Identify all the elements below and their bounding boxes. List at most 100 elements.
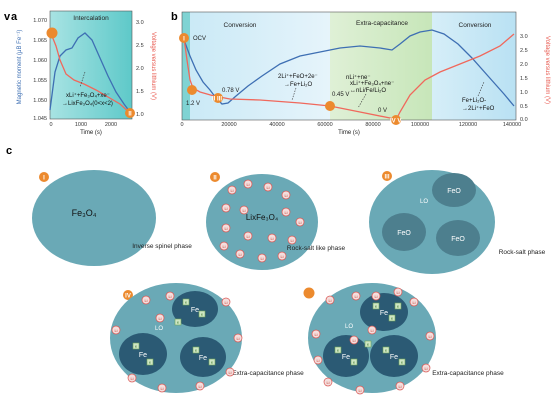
li-ion-marker [409, 297, 419, 307]
xtick: 60000 [317, 122, 332, 128]
li-ion-label: Li [270, 236, 273, 241]
electron-marker [192, 346, 200, 354]
electron-label: e [353, 360, 356, 365]
fe-label: Fe [199, 355, 207, 362]
panel-b-label: b [171, 11, 178, 23]
xtick: 100000 [411, 122, 429, 128]
li-ion-label: Li [168, 294, 171, 299]
li-ion-marker [267, 233, 277, 243]
li-ion-label: Li [424, 366, 427, 371]
ytick-right: 1.0 [520, 90, 528, 96]
li-ion-label: Li [224, 300, 227, 305]
reaction-b1-line2: →Fe+Li₂O [284, 82, 313, 88]
reaction-b3-line2: →2Li⁺+FeO [462, 105, 495, 112]
intercalation-title: Intercalation [73, 15, 109, 22]
fe-domain [119, 333, 167, 375]
particle-i: I Fe₃O₄ Inverse spinel phase [32, 170, 192, 266]
marker-ii-num: II [213, 176, 217, 182]
li2o-label: LO [155, 326, 163, 332]
marker-ii-a [125, 108, 135, 118]
li-ion-marker [157, 383, 167, 393]
electron-marker [334, 346, 342, 354]
electron-label: e [185, 300, 188, 305]
electron-label: e [149, 360, 152, 365]
intercalation-strip [182, 12, 190, 120]
electron-label: e [177, 320, 180, 325]
marker-i [39, 172, 49, 182]
li-ion-marker [281, 207, 291, 217]
marker-iii-num: III [384, 175, 389, 181]
li-ion-label: Li [396, 290, 399, 295]
li-ion-label: Li [358, 388, 361, 393]
ytick-right: 2.5 [136, 43, 144, 49]
li-ion-marker [225, 367, 235, 377]
li-ion-marker [421, 363, 431, 373]
ytick: 1.065 [33, 38, 47, 44]
li-ion-marker [287, 235, 297, 245]
li-ion-marker [111, 325, 121, 335]
ytick-right: 1.5 [520, 76, 528, 82]
extra-capacitance-caption: Extra-capacitance phase [232, 370, 304, 377]
reaction-b3-line1: Fe+Li₂O- [462, 98, 486, 104]
li-ion-label: Li [290, 238, 293, 243]
li-ion-marker [277, 251, 287, 261]
fe-label: Fe [390, 354, 398, 361]
panel-b-xlabel: Time (s) [338, 130, 360, 136]
li-ion-label: Li [326, 380, 329, 385]
ytick: 1.045 [33, 116, 47, 122]
li-ion-label: Li [260, 256, 263, 261]
li-ion-label: Li [228, 370, 231, 375]
fe-label: Fe [380, 310, 388, 317]
electron-label: e [337, 348, 340, 353]
feo-label: FeO [451, 236, 465, 243]
li-ion-label: Li [370, 328, 373, 333]
li-ion-marker [227, 185, 237, 195]
li-ion-label: Li [230, 188, 233, 193]
xtick: 80000 [365, 122, 380, 128]
panel-a-prefix: v [4, 11, 11, 23]
electron-label: e [367, 342, 370, 347]
li-ion-label: Li [354, 294, 357, 299]
xtick: 0 [49, 122, 52, 128]
marker-0-45v [325, 101, 335, 111]
panel-a-ylabel-left: Magnetic moment (μB Fe⁻¹) [17, 30, 23, 105]
electron-label: e [397, 304, 400, 309]
li-ion-label: Li [238, 252, 241, 257]
particle-ii: II LixFe₃O₄ Rock-salt like phase [206, 172, 345, 270]
marker-iv-v [391, 115, 401, 125]
ytick-right: 3.0 [136, 20, 144, 26]
panel-c-label: c [6, 145, 12, 157]
li-ion-label: Li [224, 226, 227, 231]
electron-marker [372, 302, 380, 310]
fe-domain [323, 335, 369, 377]
marker-0-45v-label: 0.45 V [332, 92, 349, 98]
li-ion-marker [295, 217, 305, 227]
particle-v: Fe Fe Fe LO Extra-capacitance phase [303, 283, 504, 393]
particle-iii: III FeO FeO FeO LO Rock-salt phase [369, 170, 546, 274]
reaction-b1-line1: 2Li⁺+FeO+2e⁻ [278, 73, 318, 80]
panel-b-frame [181, 11, 517, 121]
li-ion-marker [263, 182, 273, 192]
particle-iv: IV Fe Fe Fe LO Extra-capacitance phase [110, 283, 304, 393]
li-ion-marker [141, 295, 151, 305]
li-ion-label: Li [314, 332, 317, 337]
fe-domain [370, 335, 418, 377]
xtick: 2000 [105, 122, 117, 128]
fe-domain [360, 293, 408, 331]
panel-a-ylabel-right: Voltage versus lithium (V) [150, 32, 156, 100]
electron-marker [174, 318, 182, 326]
li-ion-marker [393, 287, 403, 297]
marker-v [303, 287, 315, 299]
panel-a: v a Intercalation 1.070 1.065 1.060 1.05… [4, 10, 156, 136]
marker-iv-v-label: IV V [390, 119, 401, 125]
li-ion-label: Li [298, 220, 301, 225]
lixfe3o4-caption: Rock-salt like phase [287, 245, 346, 252]
electron-label: e [211, 360, 214, 365]
li-ion-marker [367, 325, 377, 335]
marker-ocv [179, 33, 189, 43]
xtick: 1000 [75, 122, 87, 128]
voltage-curve-a [51, 35, 131, 114]
marker-ii-iii [213, 93, 223, 103]
electron-label: e [201, 312, 204, 317]
